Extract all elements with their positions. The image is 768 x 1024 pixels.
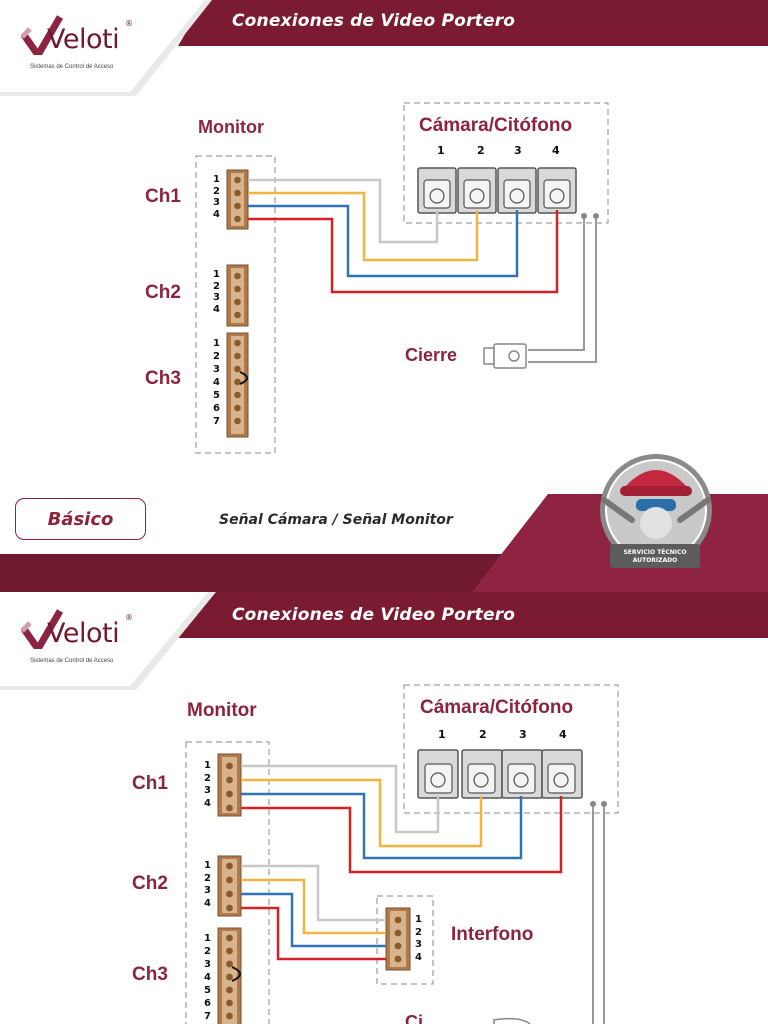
ch2-terminal — [217, 855, 242, 917]
logo-card — [0, 0, 205, 92]
ch2-label: Ch2 — [132, 873, 168, 894]
intercom-pin-numbers: 1 2 3 4 — [415, 914, 422, 963]
camera-pin-4: 4 — [559, 728, 567, 741]
monitor-label: Monitor — [187, 700, 257, 721]
logo-wordmark: Veloti — [47, 618, 120, 649]
ch2-pin-numbers: 1 2 3 4 — [213, 269, 220, 315]
camera-box — [403, 684, 619, 814]
intercom-terminal — [385, 907, 411, 971]
ch2-pin-numbers: 1 2 3 4 — [204, 860, 211, 909]
camera-box — [403, 102, 609, 224]
logo-tagline: Sistemas de Control de Acceso — [30, 64, 114, 70]
ch2-terminal — [226, 264, 249, 327]
jumper-icon — [239, 371, 248, 385]
ch1-terminal — [217, 753, 242, 817]
ch1-pin-numbers: 1 2 3 4 — [204, 760, 211, 809]
header-bar — [178, 0, 768, 46]
ch3-terminal — [217, 927, 242, 1024]
camera-pin-2: 2 — [479, 728, 487, 741]
intercom-label: Interfono — [451, 924, 534, 945]
camera-pin-4: 4 — [552, 144, 560, 157]
logo-tagline: Sistemas de Control de Acceso — [30, 658, 114, 664]
ch3-pin-numbers: 1 2 3 4 5 6 7 — [204, 933, 211, 1022]
registered-mark: ® — [125, 19, 133, 28]
badge-label: SERVICIO TÉCNICO AUTORIZADO — [612, 549, 698, 565]
camera-label: Cámara/Citófono — [419, 115, 573, 136]
camera-label: Cámara/Citófono — [420, 697, 574, 718]
ch2-label: Ch2 — [145, 282, 181, 303]
lock-icon — [493, 1017, 531, 1024]
service-badge-icon — [600, 454, 712, 568]
mode-basic-label: Básico — [47, 508, 114, 530]
page-title: Conexiones de Video Portero — [232, 11, 516, 31]
logo-card — [0, 592, 208, 686]
camera-pin-2: 2 — [477, 144, 485, 157]
slide-basic-connection: Veloti ® Sistemas de Control de Acceso C… — [0, 0, 768, 592]
mode-basic-button[interactable]: Básico — [15, 498, 146, 540]
header-bar — [178, 592, 768, 638]
ch3-pin-numbers: 1 2 3 4 5 6 7 — [213, 338, 220, 427]
ch1-pin-numbers: 1 2 3 4 — [213, 174, 220, 220]
lock-label: Ci — [405, 1012, 423, 1024]
ch1-label: Ch1 — [145, 186, 181, 207]
slide-intercom-connection: Veloti ® Sistemas de Control de Acceso C… — [0, 592, 768, 1024]
monitor-box — [195, 155, 276, 454]
signal-description: Señal Cámara / Señal Monitor — [219, 512, 453, 528]
veloti-v-icon — [20, 15, 64, 55]
monitor-box — [185, 741, 270, 1024]
lock-label: Cierre — [405, 345, 458, 365]
registered-mark: ® — [125, 613, 133, 622]
badge-line1: SERVICIO TÉCNICO — [623, 549, 687, 556]
veloti-v-icon — [20, 609, 64, 649]
slide2-graphics — [0, 592, 768, 1024]
camera-pin-3: 3 — [514, 144, 522, 157]
intercom-box — [376, 895, 434, 985]
wires — [248, 178, 597, 363]
ch3-label: Ch3 — [132, 964, 168, 985]
page-title: Conexiones de Video Portero — [232, 605, 516, 625]
jumper-icon — [231, 966, 241, 982]
badge-line2: AUTORIZADO — [632, 557, 678, 564]
camera-pin-1: 1 — [437, 144, 445, 157]
wires — [241, 764, 605, 1024]
ch1-terminal — [226, 169, 249, 230]
lock-icon — [483, 343, 527, 369]
logo-wordmark: Veloti — [47, 24, 120, 55]
ch3-terminal — [226, 332, 249, 438]
camera-pin-1: 1 — [438, 728, 446, 741]
camera-pin-3: 3 — [519, 728, 527, 741]
monitor-label: Monitor — [198, 117, 264, 137]
ch1-label: Ch1 — [132, 773, 168, 794]
ch3-label: Ch3 — [145, 368, 181, 389]
